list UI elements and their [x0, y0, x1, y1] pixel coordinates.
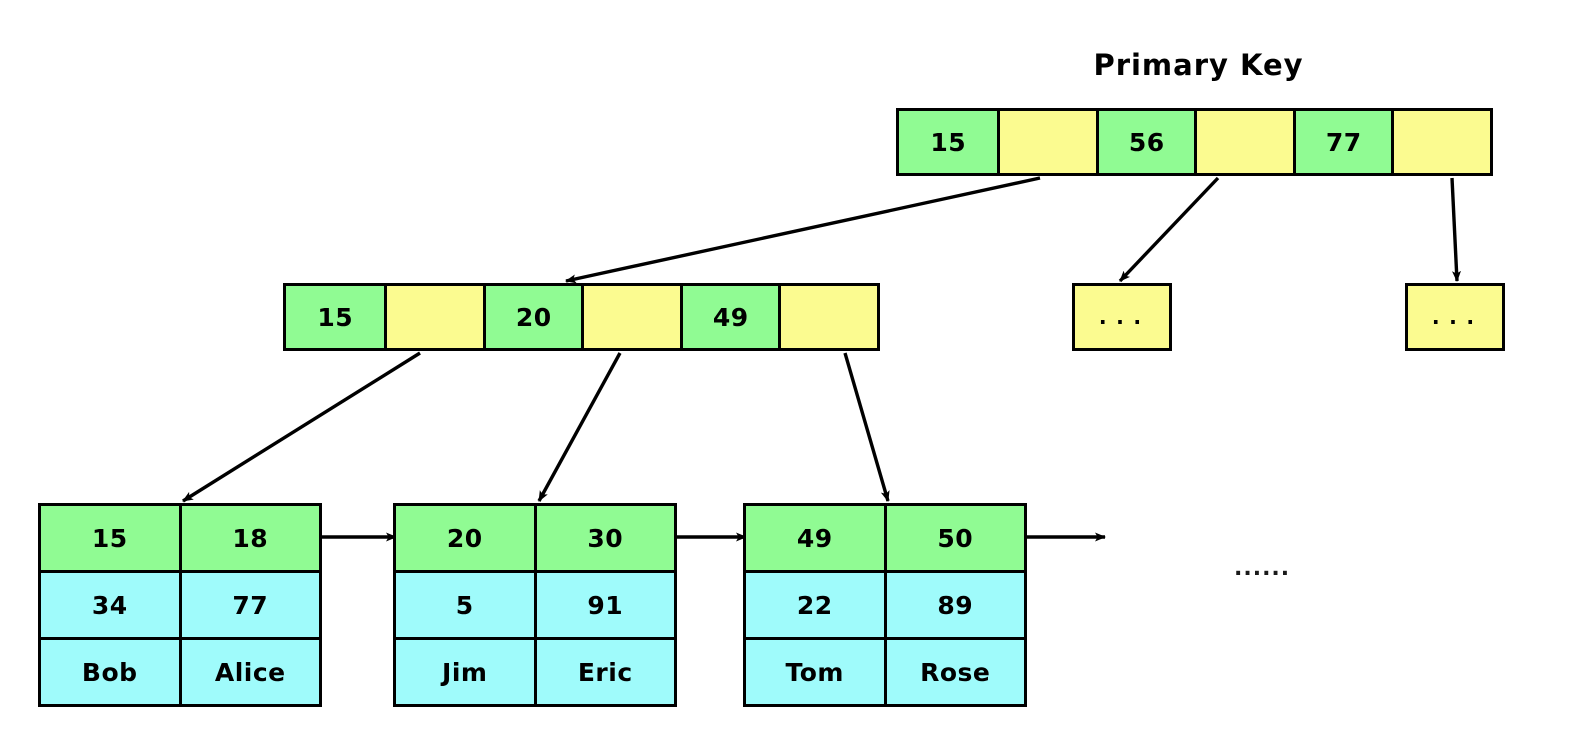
- stub-node-middle[interactable]: ...: [1072, 283, 1172, 351]
- leaf-3-key-2[interactable]: 50: [883, 506, 1024, 570]
- leaf-1-name-row: Bob Alice: [41, 637, 319, 704]
- page-title: Primary Key: [0, 48, 1579, 82]
- leaf-2-key-1[interactable]: 20: [396, 506, 534, 570]
- leaf-node-2[interactable]: 20 30 5 91 Jim Eric: [393, 503, 677, 707]
- leaf-2-value-2[interactable]: 91: [533, 573, 674, 637]
- root-index-node[interactable]: 15 56 77: [896, 108, 1493, 176]
- edge-root-to-internal: [565, 176, 1041, 284]
- leaf-3-value-2[interactable]: 89: [883, 573, 1024, 637]
- leaf-2-name-1[interactable]: Jim: [396, 640, 534, 704]
- internal-cell-pointer-1[interactable]: [384, 286, 483, 348]
- internal-index-node[interactable]: 15 20 49: [283, 283, 880, 351]
- leaf-3-key-1[interactable]: 49: [746, 506, 884, 570]
- edge-root-to-stub-middle: [1118, 176, 1220, 283]
- internal-cell-pointer-2[interactable]: [581, 286, 680, 348]
- stub-node-right[interactable]: ...: [1405, 283, 1505, 351]
- leaf-1-key-row: 15 18: [41, 506, 319, 570]
- leaf-2-value-1[interactable]: 5: [396, 573, 534, 637]
- leaf-1-name-1[interactable]: Bob: [41, 640, 179, 704]
- leaf-1-key-1[interactable]: 15: [41, 506, 179, 570]
- root-cell-pointer-2[interactable]: [1194, 111, 1293, 173]
- root-cell-key-1[interactable]: 15: [899, 111, 998, 173]
- leaf-node-3[interactable]: 49 50 22 89 Tom Rose: [743, 503, 1027, 707]
- leaf-1-key-2[interactable]: 18: [178, 506, 319, 570]
- edge-internal-to-leaf-1: [182, 351, 421, 503]
- leaf-3-key-row: 49 50: [746, 506, 1024, 570]
- edge-internal-to-leaf-3: [843, 352, 890, 502]
- internal-cell-key-2[interactable]: 20: [482, 286, 582, 348]
- root-cell-pointer-1[interactable]: [997, 111, 1096, 173]
- edge-internal-to-leaf-2: [537, 352, 622, 502]
- root-cell-pointer-3[interactable]: [1391, 111, 1490, 173]
- leaf-2-key-row: 20 30: [396, 506, 674, 570]
- leaf-1-value-2[interactable]: 77: [178, 573, 319, 637]
- root-cell-key-3[interactable]: 77: [1292, 111, 1392, 173]
- leaf-1-value-row: 34 77: [41, 570, 319, 637]
- edge-root-to-stub-right: [1450, 177, 1462, 282]
- leaf-chain-continuation-ellipsis: ......: [1234, 556, 1291, 581]
- leaf-node-1[interactable]: 15 18 34 77 Bob Alice: [38, 503, 322, 707]
- leaf-2-key-2[interactable]: 30: [533, 506, 674, 570]
- root-cell-key-2[interactable]: 56: [1095, 111, 1195, 173]
- primary-key-label-text: Primary Key: [1093, 48, 1304, 82]
- leaf-3-value-row: 22 89: [746, 570, 1024, 637]
- leaf-3-value-1[interactable]: 22: [746, 573, 884, 637]
- leaf-1-value-1[interactable]: 34: [41, 573, 179, 637]
- leaf-2-value-row: 5 91: [396, 570, 674, 637]
- leaf-3-name-2[interactable]: Rose: [883, 640, 1024, 704]
- internal-cell-pointer-3[interactable]: [778, 286, 877, 348]
- internal-cell-key-1[interactable]: 15: [286, 286, 385, 348]
- internal-cell-key-3[interactable]: 49: [679, 286, 779, 348]
- leaf-3-name-1[interactable]: Tom: [746, 640, 884, 704]
- leaf-2-name-2[interactable]: Eric: [533, 640, 674, 704]
- leaf-1-name-2[interactable]: Alice: [178, 640, 319, 704]
- leaf-2-name-row: Jim Eric: [396, 637, 674, 704]
- leaf-3-name-row: Tom Rose: [746, 637, 1024, 704]
